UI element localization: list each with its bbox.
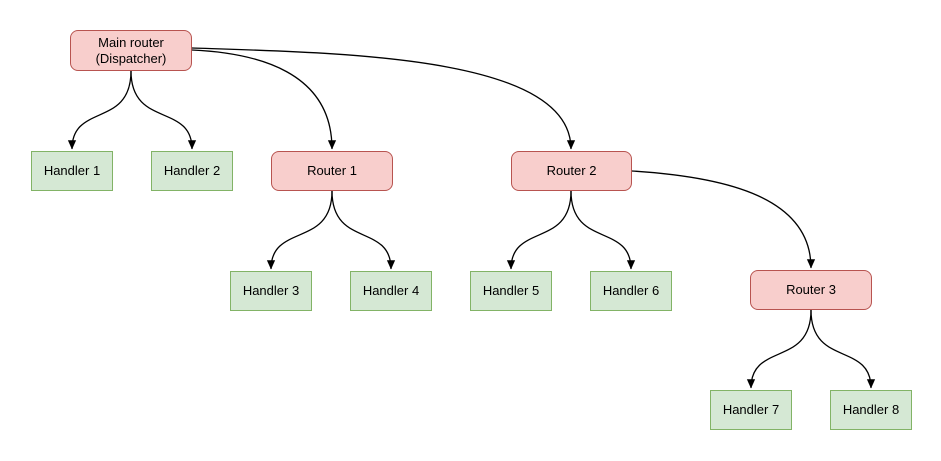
edge-router-2-to-handler-5 xyxy=(506,190,572,270)
node-main-router: Main router (Dispatcher) xyxy=(70,30,192,71)
node-handler-8-label: Handler 8 xyxy=(842,402,900,417)
node-router-1-label: Router 1 xyxy=(307,163,357,178)
node-main-router-label-line1: Main router xyxy=(98,34,164,50)
node-handler-4-label: Handler 4 xyxy=(362,283,420,298)
node-router-2-label: Router 2 xyxy=(546,163,597,178)
node-main-router-label-line2: (Dispatcher) xyxy=(95,50,167,66)
node-handler-3-label: Handler 3 xyxy=(242,283,300,298)
node-handler-1: Handler 1 xyxy=(31,151,113,191)
edge-router-1-to-handler-4 xyxy=(331,190,396,270)
node-handler-8: Handler 8 xyxy=(830,390,912,430)
edge-main-router-to-handler-1 xyxy=(67,70,132,150)
node-handler-2: Handler 2 xyxy=(151,151,233,191)
node-handler-5-label: Handler 5 xyxy=(482,283,540,298)
node-router-3-label: Router 3 xyxy=(786,282,836,297)
edge-router-2-to-router-3 xyxy=(631,170,816,269)
node-router-2: Router 2 xyxy=(511,151,632,191)
node-handler-7: Handler 7 xyxy=(710,390,792,430)
node-handler-6: Handler 6 xyxy=(590,271,672,311)
node-router-1: Router 1 xyxy=(271,151,393,191)
edge-main-router-to-router-2 xyxy=(191,47,576,150)
node-router-3: Router 3 xyxy=(750,270,872,310)
edge-main-router-to-router-1 xyxy=(191,49,337,150)
edge-main-router-to-handler-2 xyxy=(130,70,197,150)
node-handler-1-label: Handler 1 xyxy=(43,163,101,178)
edge-router-3-to-handler-8 xyxy=(810,309,876,389)
node-handler-4: Handler 4 xyxy=(350,271,432,311)
node-handler-6-label: Handler 6 xyxy=(602,283,660,298)
node-handler-7-label: Handler 7 xyxy=(722,402,780,417)
edge-router-3-to-handler-7 xyxy=(746,309,812,389)
node-handler-5: Handler 5 xyxy=(470,271,552,311)
node-handler-2-label: Handler 2 xyxy=(163,163,221,178)
edge-router-2-to-handler-6 xyxy=(570,190,636,270)
edge-router-1-to-handler-3 xyxy=(266,190,333,270)
node-handler-3: Handler 3 xyxy=(230,271,312,311)
